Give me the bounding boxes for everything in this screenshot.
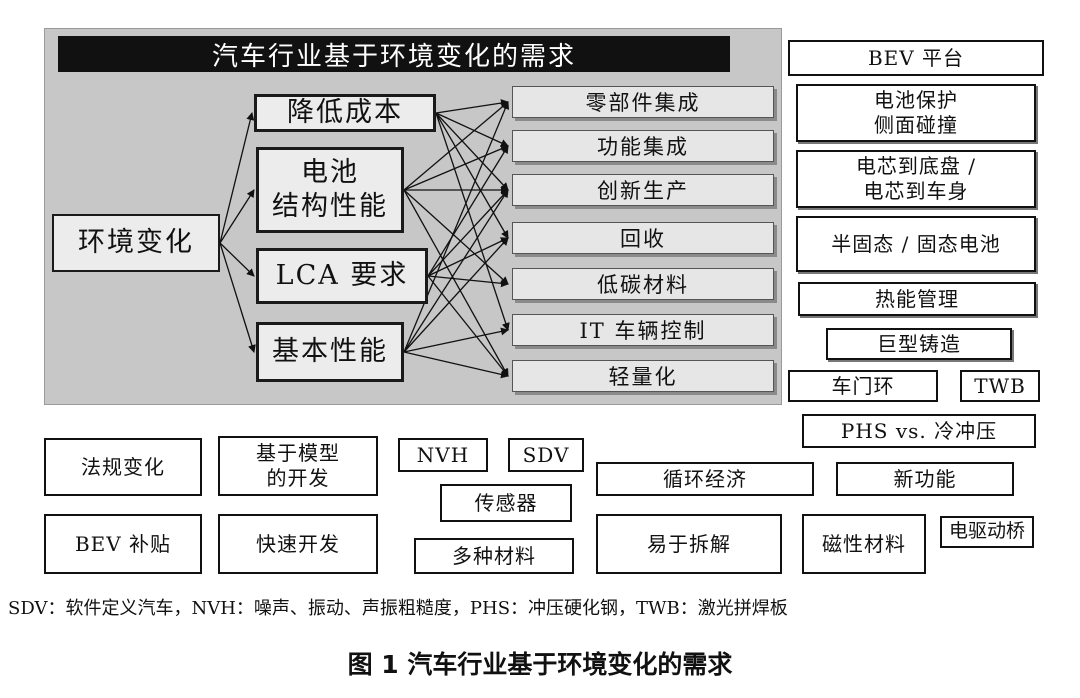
box-label-line2: 侧面碰撞 [874,113,958,137]
box-bev-subsidy: BEV 补贴 [44,514,202,574]
driver-label-line2: 结构性能 [272,191,388,222]
box-label-line1: 电池保护 [874,88,958,112]
box-label: 快速开发 [256,531,340,556]
box-cell-to-chassis: 电芯到底盘 / 电芯到车身 [796,150,1036,208]
need-lightweighting: 轻量化 [512,360,774,392]
box-multi-material: 多种材料 [414,538,574,574]
driver-battery-structure: 电池 结构性能 [256,147,404,233]
root-node-environment-change: 环境变化 [52,214,220,272]
need-innovative-production: 创新生产 [512,174,774,206]
driver-label: 降低成本 [287,97,403,129]
box-label: 易于拆解 [647,531,731,556]
box-label-line1: 基于模型 [256,441,340,465]
box-twb: TWB [960,370,1040,402]
box-circular-economy: 循环经济 [596,462,814,496]
box-label: SDV [522,442,570,467]
box-label: 磁性材料 [822,531,906,556]
box-label-line2: 电芯到车身 [863,179,969,203]
arrow-root-to-cost [219,112,255,244]
arrow-root-to-lca [219,242,255,277]
box-label: BEV 补贴 [74,531,172,556]
box-battery-protection: 电池保护 侧面碰撞 [796,84,1036,142]
box-label: BEV 平台 [867,45,965,70]
box-label: 新功能 [893,466,957,491]
need-low-carbon-materials: 低碳材料 [512,268,774,300]
driver-cost-reduction: 降低成本 [254,94,436,132]
box-label: 电驱动桥 [948,520,1025,543]
arrow-root-to-basic [219,242,256,353]
figure-caption: 图 1 汽车行业基于环境变化的需求 [347,650,733,679]
box-label: PHS vs. 冷冲压 [840,418,998,443]
driver-label: LCA 要求 [275,260,409,292]
box-label: 多种材料 [452,543,536,568]
arrow-root-to-battery [219,189,255,244]
box-label: 传感器 [474,490,538,515]
box-sdv: SDV [508,438,584,472]
box-label-line1: 电芯到底盘 / [855,154,977,178]
box-rapid-development: 快速开发 [218,514,378,574]
box-label: TWB [974,373,1026,398]
box-label: 巨型铸造 [877,331,961,356]
root-node-label: 环境变化 [78,227,194,259]
box-e-axle: 电驱动桥 [940,516,1034,548]
box-giga-casting: 巨型铸造 [826,328,1012,360]
driver-label: 基本性能 [272,336,388,368]
box-bev-platform: BEV 平台 [788,40,1044,76]
driver-label-line1: 电池 [301,157,359,189]
need-it-vehicle-control: IT 车辆控制 [512,314,774,346]
box-regulation-change: 法规变化 [44,438,202,496]
box-new-functions: 新功能 [836,462,1014,496]
box-label: NVH [416,442,470,467]
box-label: 车门环 [831,373,895,398]
box-label: 法规变化 [81,454,165,479]
box-label-line2: 的开发 [266,466,330,490]
need-recycling: 回收 [512,222,774,254]
box-model-based-development: 基于模型 的开发 [218,436,378,496]
driver-basic-performance: 基本性能 [256,322,404,382]
box-phs-vs-cold-stamping: PHS vs. 冷冲压 [802,414,1036,448]
box-nvh: NVH [398,438,488,472]
box-label: 循环经济 [663,466,747,491]
box-door-ring: 车门环 [788,370,938,402]
need-function-integration: 功能集成 [512,130,774,162]
abbreviation-footnote: SDV：软件定义汽车，NVH：噪声、振动、声振粗糙度，PHS：冲压硬化钢，TWB… [8,598,788,619]
box-sensor: 传感器 [440,484,572,522]
driver-lca-requirement: LCA 要求 [256,248,428,304]
box-magnetic-materials: 磁性材料 [802,514,926,574]
box-thermal-management: 热能管理 [798,282,1036,316]
box-label: 半固态 / 固态电池 [831,231,1001,256]
box-easy-disassembly: 易于拆解 [596,514,782,574]
panel-title: 汽车行业基于环境变化的需求 [58,36,730,72]
box-solid-state-battery: 半固态 / 固态电池 [796,216,1036,272]
need-parts-integration: 零部件集成 [512,86,774,118]
box-label: 热能管理 [875,286,959,311]
